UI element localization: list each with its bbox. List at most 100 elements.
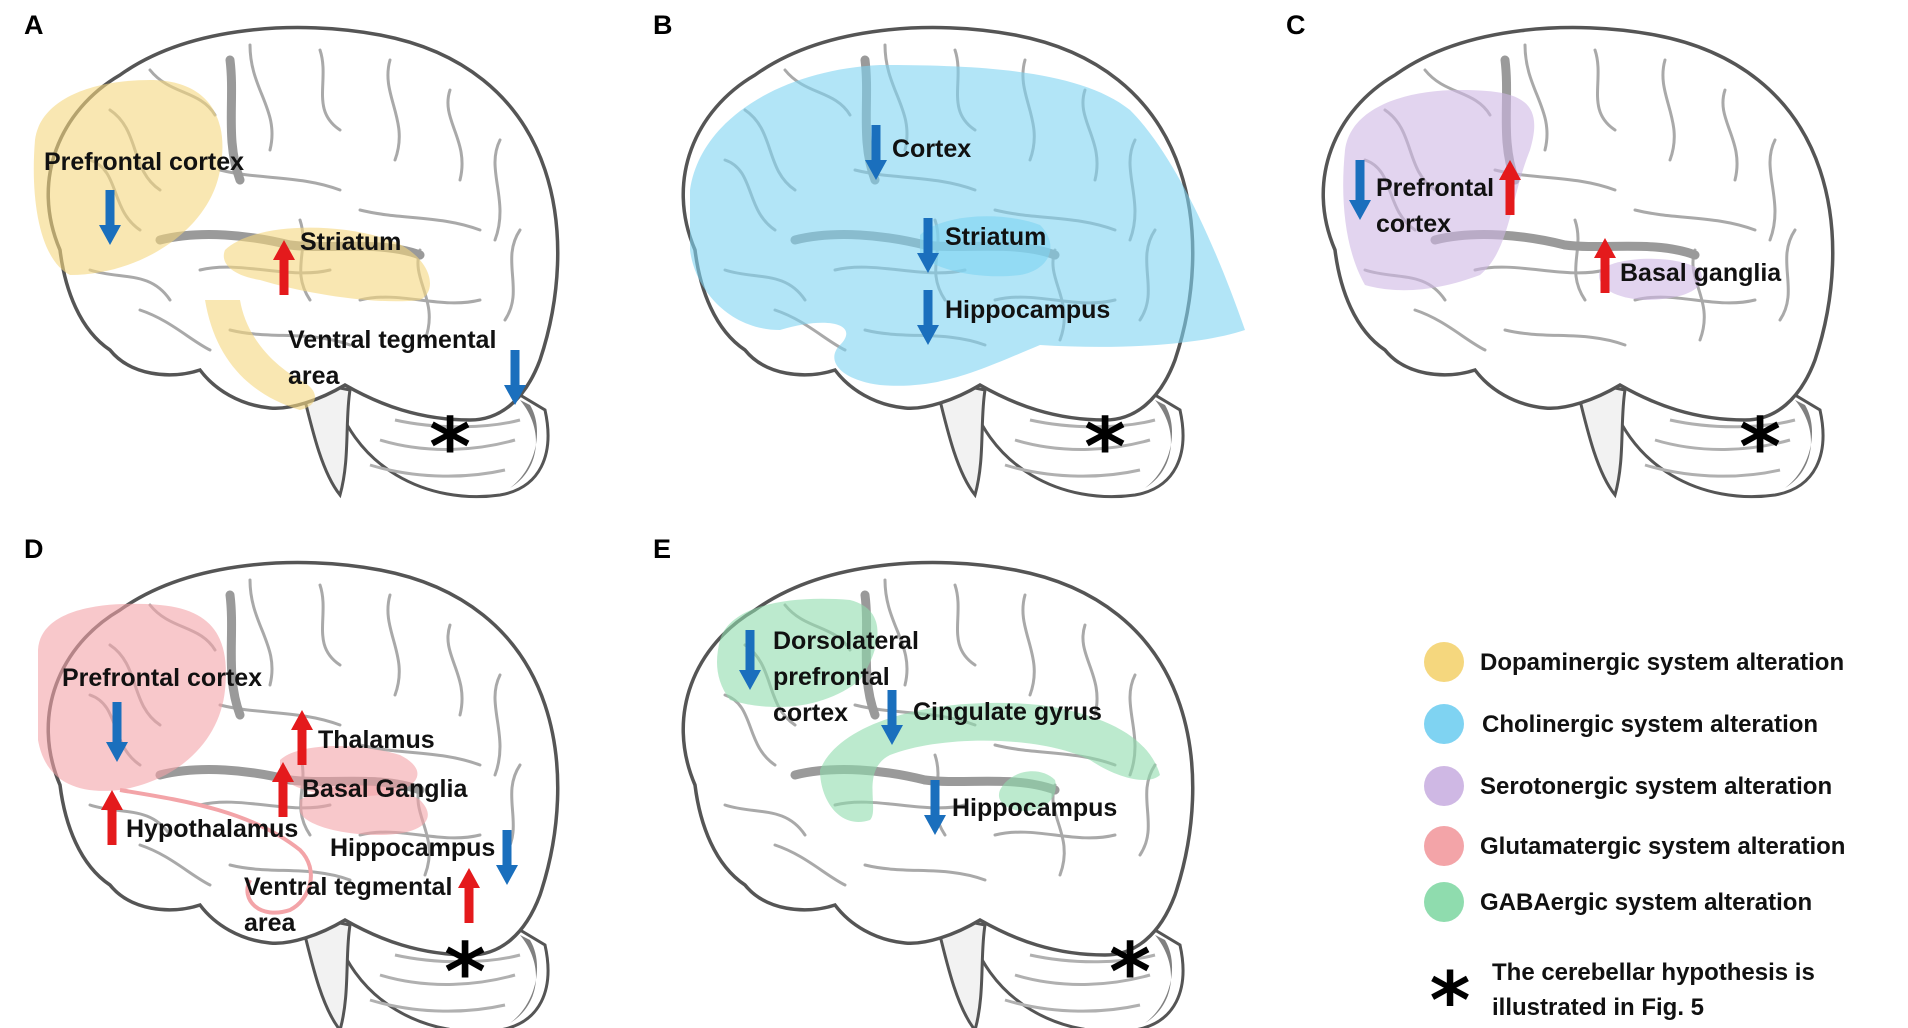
arrow-up-icon	[273, 240, 295, 295]
label-d-hippocampus: Hippocampus	[330, 834, 495, 862]
label-e-dlpfc-3: cortex	[773, 699, 848, 727]
arrow-e-cingulate	[881, 690, 903, 745]
arrow-a-vta	[504, 350, 526, 405]
arrow-down-icon	[99, 190, 121, 245]
panel-e: Dorsolateral prefrontal cortex Cingulate…	[683, 563, 1193, 1028]
arrow-down-icon	[865, 125, 887, 180]
label-d-basal: Basal Ganglia	[302, 775, 468, 803]
arrow-d-basal	[272, 762, 294, 817]
legend-swatch-4	[1424, 882, 1464, 922]
label-a-vta-2: area	[288, 362, 341, 390]
arrow-d-vta	[458, 868, 480, 923]
legend-star: *	[1430, 957, 1471, 1028]
arrow-d-thalamus	[291, 710, 313, 765]
arrow-down-icon	[739, 630, 761, 690]
arrow-down-icon	[1349, 160, 1371, 220]
label-b-cortex: Cortex	[892, 135, 971, 163]
panel-a: Prefrontal cortex Striatum Ventral tegme…	[33, 28, 558, 497]
label-b-hippocampus: Hippocampus	[945, 296, 1110, 324]
panel-letter-a: A	[24, 10, 44, 40]
label-c-basal: Basal ganglia	[1620, 259, 1782, 287]
panel-b: Cortex Striatum Hippocampus *	[683, 28, 1245, 497]
panel-letter-d: D	[24, 534, 44, 564]
region-e-hippocampus	[998, 771, 1056, 811]
arrow-down-icon	[496, 830, 518, 885]
label-d-pfc: Prefrontal cortex	[62, 664, 262, 692]
cerebellar-star-d: *	[444, 926, 486, 1019]
legend-label-0: Dopaminergic system alteration	[1480, 649, 1844, 676]
arrow-up-icon	[101, 790, 123, 845]
arrow-up-icon	[1499, 160, 1521, 215]
cerebellar-star-a: *	[429, 401, 471, 494]
region-d-basal	[300, 785, 428, 835]
arrow-c-basal	[1594, 238, 1616, 293]
arrow-e-dlpfc	[739, 630, 761, 690]
label-c-pfc-2: cortex	[1376, 210, 1451, 238]
region-e-cingulate	[820, 702, 1160, 822]
arrow-b-hippocampus	[917, 290, 939, 345]
label-a-vta-1: Ventral tegmental	[288, 326, 496, 354]
label-d-hypothalamus: Hypothalamus	[126, 815, 298, 843]
arrow-b-striatum	[917, 218, 939, 273]
arrow-a-striatum	[273, 240, 295, 295]
label-e-dlpfc-1: Dorsolateral	[773, 627, 919, 655]
arrow-d-pfc	[106, 702, 128, 762]
arrow-up-icon	[291, 710, 313, 765]
region-d-vta-outline	[119, 788, 313, 915]
cerebellar-star-b: *	[1084, 401, 1126, 494]
legend-label-3: Glutamatergic system alteration	[1480, 833, 1845, 860]
legend-note-2: illustrated in Fig. 5	[1492, 994, 1704, 1021]
region-a-striatum	[223, 227, 430, 302]
arrow-c-pfc-down	[1349, 160, 1371, 220]
panel-d: Prefrontal cortex Thalamus Basal Ganglia…	[38, 563, 558, 1028]
legend-note-1: The cerebellar hypothesis is	[1492, 959, 1815, 986]
region-d-pfc	[38, 603, 226, 791]
arrow-c-pfc-up	[1499, 160, 1521, 215]
region-e-dlpfc	[717, 598, 878, 708]
label-e-cingulate: Cingulate gyrus	[913, 698, 1102, 726]
label-d-vta-1: Ventral tegmental	[244, 873, 452, 901]
cerebellar-star-e: *	[1109, 926, 1151, 1019]
label-a-striatum: Striatum	[300, 228, 401, 256]
legend-label-2: Serotonergic system alteration	[1480, 773, 1832, 800]
arrow-d-hypothalamus	[101, 790, 123, 845]
panel-letter-c: C	[1286, 10, 1306, 40]
legend-swatch-1	[1424, 704, 1464, 744]
legend-swatch-0	[1424, 642, 1464, 682]
label-d-thalamus: Thalamus	[318, 726, 435, 754]
arrow-down-icon	[917, 290, 939, 345]
label-d-vta-2: area	[244, 909, 297, 937]
panel-letter-b: B	[653, 10, 673, 40]
panel-letter-e: E	[653, 534, 672, 564]
arrow-down-icon	[106, 702, 128, 762]
region-b-striatum	[920, 216, 1051, 277]
legend-swatch-2	[1424, 766, 1464, 806]
arrow-up-icon	[272, 762, 294, 817]
cerebellar-star-c: *	[1739, 401, 1781, 494]
label-a-pfc: Prefrontal cortex	[44, 148, 244, 176]
region-c-basal	[1599, 258, 1702, 300]
region-d-thalamus	[280, 745, 418, 797]
arrow-up-icon	[458, 868, 480, 923]
legend-label-1: Cholinergic system alteration	[1482, 711, 1818, 738]
arrow-down-icon	[881, 690, 903, 745]
panel-c: Prefrontal cortex Basal ganglia *	[1323, 28, 1833, 497]
arrow-d-hippocampus	[496, 830, 518, 885]
region-a-vta	[205, 300, 315, 410]
arrow-down-icon	[917, 218, 939, 273]
arrow-e-hippocampus	[924, 780, 946, 835]
arrow-up-icon	[1594, 238, 1616, 293]
legend-swatch-3	[1424, 826, 1464, 866]
arrow-down-icon	[504, 350, 526, 405]
legend-label-4: GABAergic system alteration	[1480, 889, 1812, 916]
label-b-striatum: Striatum	[945, 223, 1046, 251]
region-c-pfc	[1343, 90, 1535, 291]
legend: Dopaminergic system alteration Cholinerg…	[1424, 642, 1845, 1028]
arrow-b-cortex	[865, 125, 887, 180]
arrow-a-pfc	[99, 190, 121, 245]
region-a-pfc	[33, 80, 223, 275]
arrow-down-icon	[924, 780, 946, 835]
label-e-dlpfc-2: prefrontal	[773, 663, 890, 691]
label-c-pfc-1: Prefrontal	[1376, 174, 1494, 202]
